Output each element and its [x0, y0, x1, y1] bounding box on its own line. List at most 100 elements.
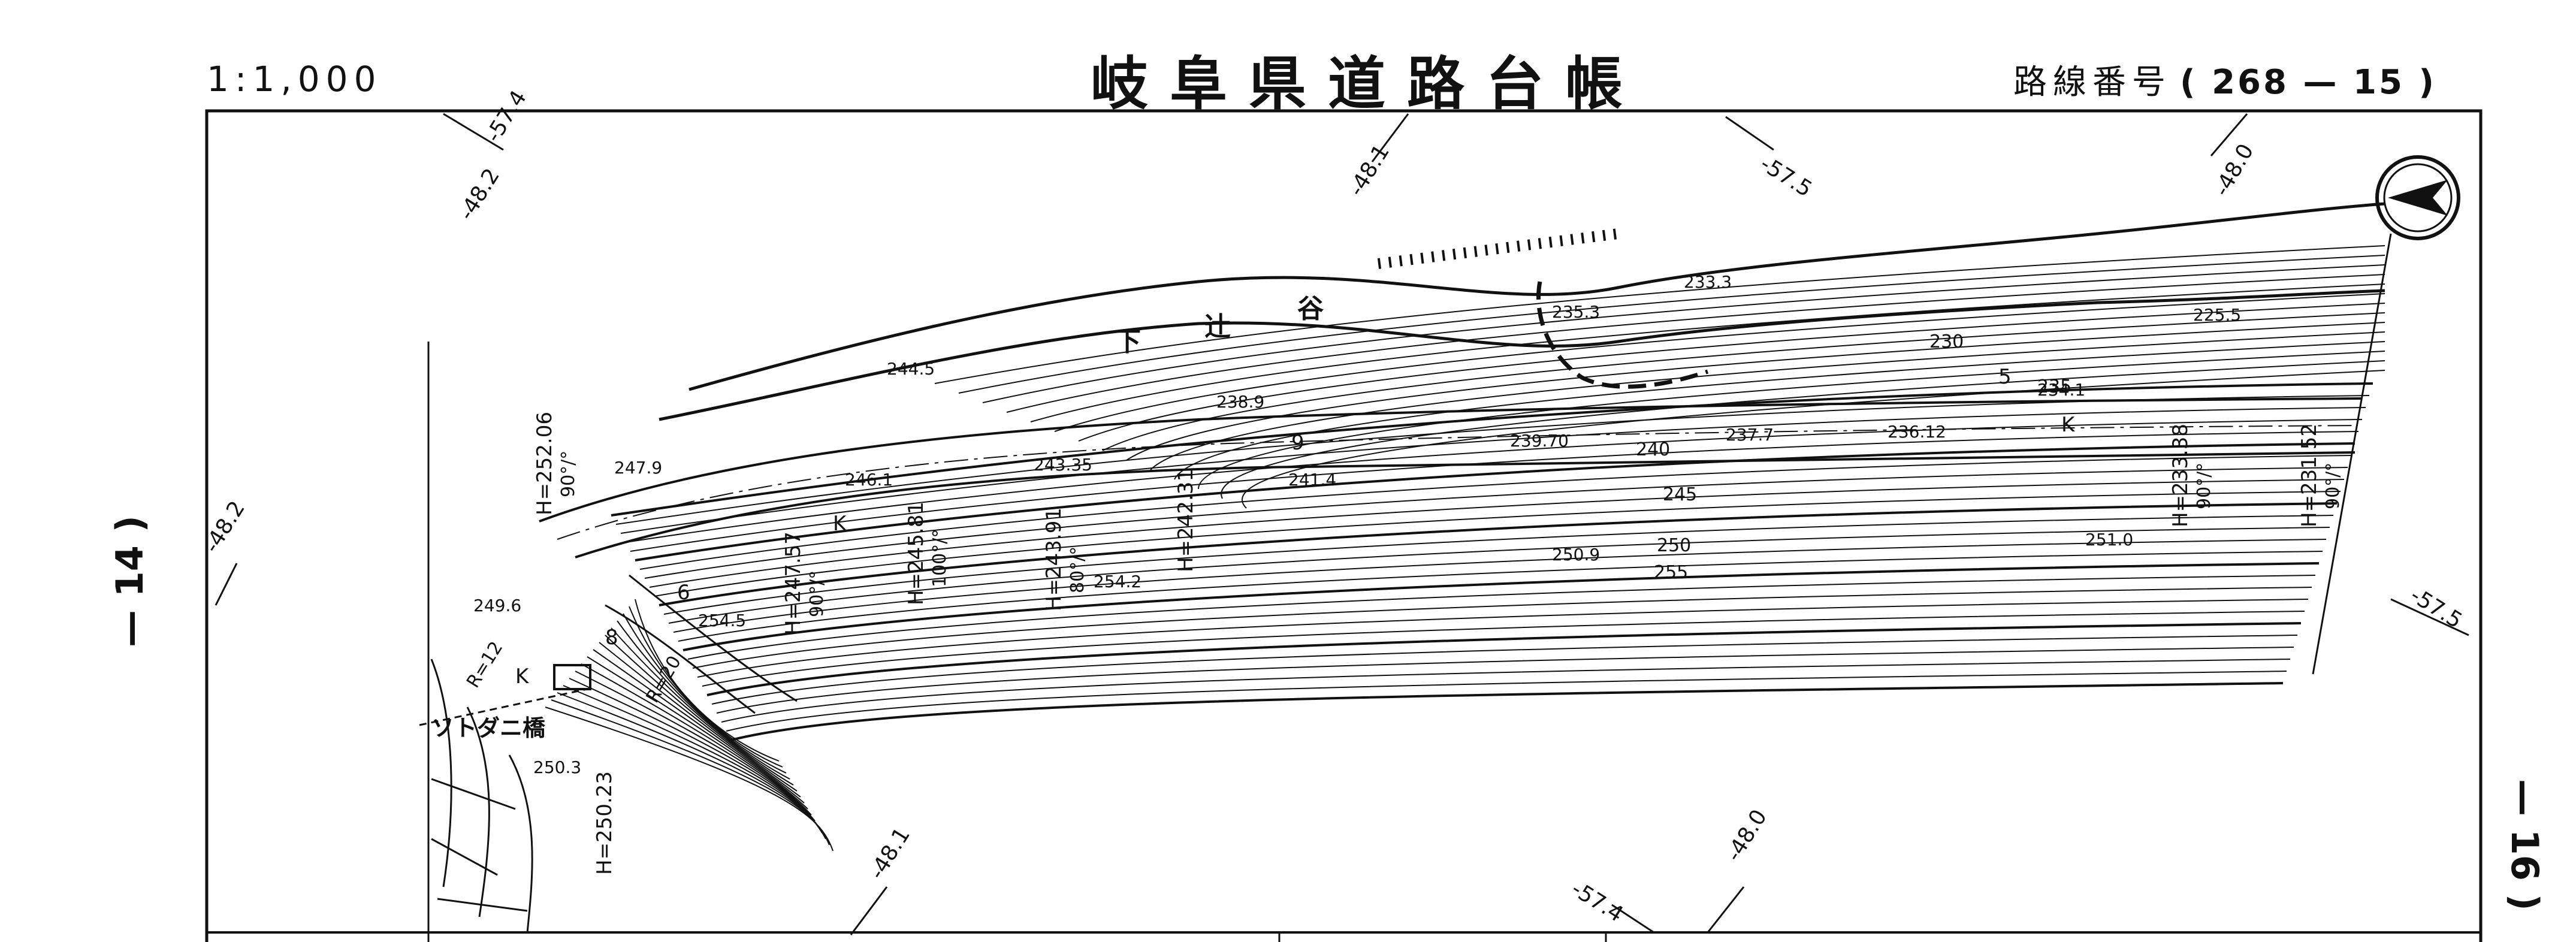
road-end-line: [2312, 233, 2392, 675]
contour-lines: [545, 245, 2385, 852]
slope-percent-label: 90°/°: [2194, 463, 2215, 509]
marker-label: 5: [1998, 365, 2012, 389]
spot-height-label: 237.7: [1726, 425, 1774, 445]
contour-line: [982, 264, 2385, 403]
contour-line: [958, 255, 2385, 394]
contour-value-label: 230: [1929, 331, 1964, 352]
grid-coordinate-label: -57.4: [481, 86, 531, 147]
slope-percent-label: 90°/°: [807, 570, 828, 617]
contour-line: [635, 599, 780, 762]
bridge-rail: [419, 688, 588, 726]
spot-height-label: 235.3: [1552, 302, 1600, 322]
spot-height-label: 233.3: [1684, 272, 1732, 292]
north-arrow-icon: [2375, 155, 2460, 240]
contour-line: [635, 442, 2355, 561]
contour-line: [630, 431, 2359, 552]
river-name-char: 下: [1115, 327, 1141, 357]
contour-value-label: 245: [1663, 484, 1697, 505]
contour-line: [692, 587, 2312, 669]
contour-value-label: 255: [1654, 562, 1688, 583]
contour-value-label: 250: [1657, 535, 1691, 556]
slope-height-label: H=247.57: [781, 532, 805, 635]
spot-height-label: 246.1: [845, 470, 893, 490]
slope-height-label: H=243.91: [1042, 508, 1066, 611]
route-number-value: ( 268 — 15 ): [2180, 63, 2436, 102]
marker-label: K: [833, 512, 847, 536]
river-name-char: 辻: [1204, 312, 1231, 342]
marker-label: 8: [605, 626, 618, 650]
contour-line: [581, 663, 812, 816]
marker-label: K: [2061, 413, 2076, 437]
contour-line: [934, 245, 2385, 384]
curve-radius-label: R=12: [463, 638, 507, 692]
grid-coordinate-label: -48.2: [454, 164, 505, 225]
slope-height-label: H=245.81: [904, 502, 928, 605]
grid-coordinate-label: -48.1: [1344, 140, 1394, 201]
map-scale: 1:1,000: [207, 59, 382, 99]
spot-height-label: 225.5: [2193, 305, 2241, 325]
contour-line: [611, 627, 794, 786]
contour-line: [702, 611, 2305, 687]
contour-line: [1078, 303, 2385, 442]
contour-line: [668, 527, 2330, 624]
spot-height-label: 249.6: [473, 596, 521, 615]
contour-line: [1030, 283, 2385, 422]
route-number: 路線番号( 268 — 15 ): [2013, 55, 2436, 104]
contour-line: [587, 656, 808, 810]
marker-label: 6: [677, 581, 690, 605]
spot-height-label: 247.9: [614, 458, 662, 478]
contour-line: [716, 647, 2294, 714]
contour-line: [639, 455, 2352, 570]
contour-line: [1198, 351, 2385, 490]
contour-line: [1174, 341, 2385, 480]
contour-line: [1221, 360, 2385, 499]
grid-coordinate-label: -57.4: [1567, 877, 1627, 927]
contour-line: [654, 491, 2341, 597]
bridge-name-label: ソトダニ橋: [431, 715, 545, 741]
spot-height-label: 254.2: [1094, 572, 1141, 591]
contour-line: [575, 671, 816, 822]
contour-line: [730, 682, 2284, 741]
spot-height-label: 244.5: [887, 359, 935, 379]
contour-line: [1126, 322, 2385, 461]
contour-line: [644, 467, 2348, 579]
slope-height-label: H=250.23: [593, 771, 617, 875]
contour-line: [1150, 331, 2385, 470]
contour-line: [649, 479, 2345, 588]
contour-line: [1102, 312, 2385, 451]
contour-line: [659, 502, 2338, 606]
spot-height-label: 234.1: [2037, 380, 2085, 400]
grid-coordinate-label: -48.1: [865, 823, 915, 884]
grid-coordinate-label: -48.0: [1722, 805, 1772, 866]
contour-line: [623, 613, 787, 774]
road-edge-north: [539, 397, 2361, 523]
grid-coordinate-label: -57.5: [2406, 583, 2466, 633]
river-lower-bank: [659, 289, 2385, 421]
contour-line: [625, 419, 2363, 543]
hillside-hatch: [430, 574, 798, 933]
spot-height-label: 250.9: [1552, 545, 1600, 564]
bridge-symbol: [553, 664, 591, 690]
spot-height-label: 251.0: [2085, 530, 2133, 550]
marker-label: K: [515, 665, 530, 689]
spot-height-label: 238.9: [1216, 392, 1264, 412]
contour-line: [629, 606, 783, 768]
slope-height-label: H=252.06: [533, 412, 557, 515]
spot-height-label: 254.5: [698, 611, 746, 630]
contour-line: [687, 575, 2316, 660]
route-number-label: 路線番号: [2013, 63, 2172, 102]
slope-percent-label: 90°/°: [558, 451, 579, 497]
contour-line: [673, 539, 2327, 633]
slope-percent-label: 80°/°: [1067, 547, 1088, 593]
contour-line: [599, 642, 801, 798]
contour-line: [706, 622, 2302, 696]
river-upper-bank: [688, 202, 2385, 391]
cliff-hatch-top: [1377, 228, 1619, 269]
slope-height-label: H=233.38: [2169, 424, 2193, 527]
contour-line: [697, 599, 2309, 678]
contour-value-label: 240: [1636, 439, 1670, 460]
marker-label: 9: [1291, 431, 1304, 455]
contour-line: [593, 649, 805, 804]
contour-line: [663, 515, 2334, 615]
